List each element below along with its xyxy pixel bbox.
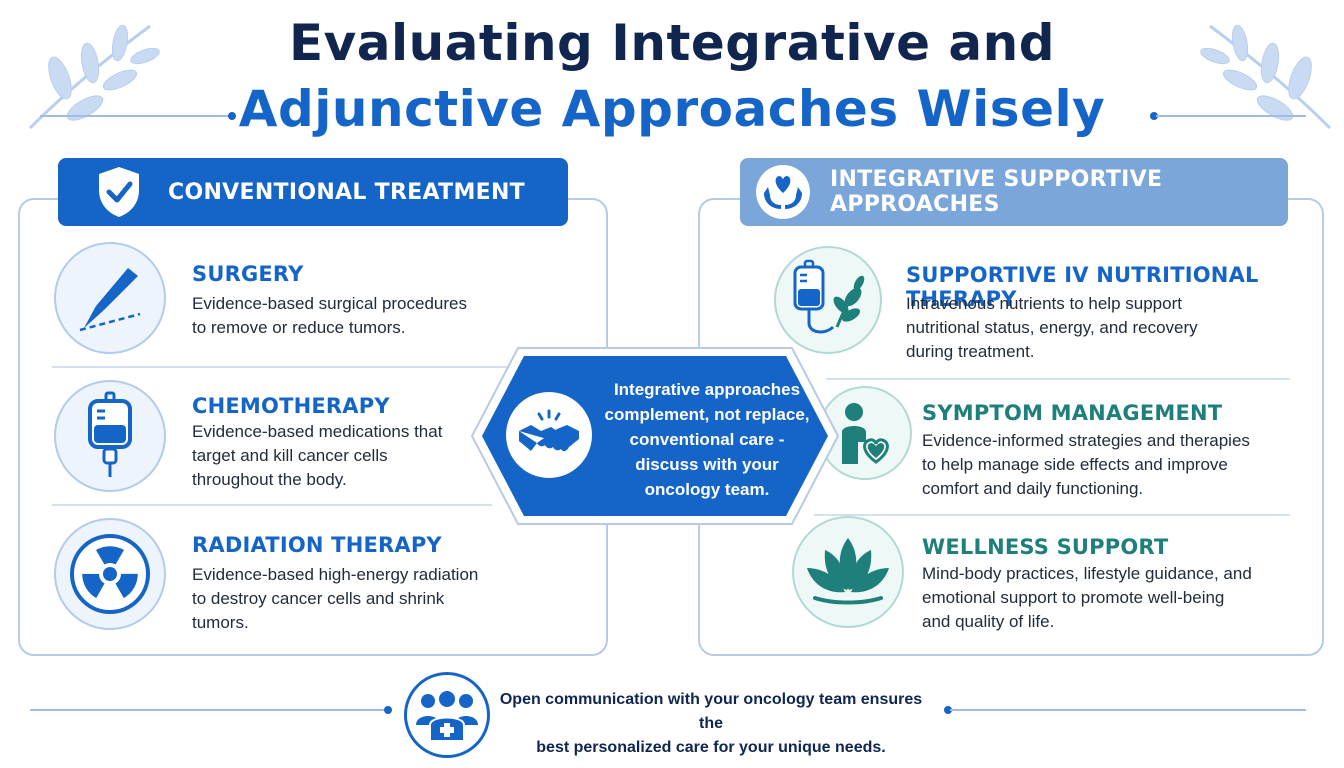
wellness-support-title: WELLNESS SUPPORT xyxy=(922,535,1169,559)
chemotherapy-description: Evidence-based medications that target a… xyxy=(192,420,442,492)
title-divider-left xyxy=(40,115,230,117)
iv-leaf-icon xyxy=(793,259,865,334)
footer-line-1: Open communication with your oncology te… xyxy=(499,691,923,732)
page-title-line-2: Adjunctive Approaches Wisely xyxy=(238,80,1106,138)
handshake-icon xyxy=(519,409,579,452)
conventional-treatment-header-label: CONVENTIONAL TREATMENT xyxy=(168,179,525,205)
footer-line-2: best personalized care for your unique n… xyxy=(536,739,886,756)
wellness-support-description: Mind-body practices, lifestyle guidance,… xyxy=(922,562,1252,634)
heart-hands-icon xyxy=(754,163,812,221)
radiation-therapy-title: RADIATION THERAPY xyxy=(192,533,442,557)
center-callout-text: Integrative approaches complement, not r… xyxy=(596,377,818,502)
surgery-icon-circle xyxy=(54,242,166,354)
symptom-management-description: Evidence-informed strategies and therapi… xyxy=(922,429,1250,501)
surgery-desc-line-2: to remove or reduce tumors. xyxy=(192,318,406,337)
chemotherapy-desc-line-2: target and kill cancer cells xyxy=(192,446,388,465)
radiation-icon-circle xyxy=(54,518,166,630)
chemotherapy-desc-line-1: Evidence-based medications that xyxy=(192,422,443,441)
supportive-iv-title: SUPPORTIVE IV NUTRITIONAL THERAPY xyxy=(906,263,1259,311)
wellness-desc-line-2: emotional support to promote well-being xyxy=(922,588,1225,607)
integrative-approaches-header: INTEGRATIVE SUPPORTIVE APPROACHES xyxy=(740,158,1288,226)
person-heart-icon xyxy=(842,403,889,464)
surgery-description: Evidence-based surgical procedures to re… xyxy=(192,292,467,340)
integrative-approaches-header-label: INTEGRATIVE SUPPORTIVE APPROACHES xyxy=(830,167,1163,217)
radiation-therapy-description: Evidence-based high-energy radiation to … xyxy=(192,563,478,635)
center-line-4: discuss with your xyxy=(635,455,779,474)
care-team-icon-circle xyxy=(404,672,490,758)
leaf-sprig-left-icon xyxy=(28,24,160,130)
symptom-management-title: SYMPTOM MANAGEMENT xyxy=(922,401,1223,425)
radiation-desc-line-2: to destroy cancer cells and shrink xyxy=(192,589,445,608)
supportive-iv-desc-line-2: nutritional status, energy, and recovery xyxy=(906,318,1198,337)
supportive-iv-desc-line-1: Intravenous nutrients to help support xyxy=(906,294,1182,313)
title-divider-left-dot xyxy=(228,112,236,120)
chemotherapy-icon-circle xyxy=(54,380,166,492)
symptom-desc-line-1: Evidence-informed strategies and therapi… xyxy=(922,431,1250,450)
center-line-3: conventional care - xyxy=(629,430,785,449)
right-divider-2 xyxy=(814,514,1290,516)
footer-divider-right-dot xyxy=(944,706,952,714)
shield-check-icon xyxy=(90,163,148,221)
handshake-icon-circle xyxy=(506,392,592,478)
chemotherapy-desc-line-3: throughout the body. xyxy=(192,470,347,489)
lotus-icon xyxy=(807,538,889,605)
surgery-desc-line-1: Evidence-based surgical procedures xyxy=(192,294,467,313)
footer-divider-left-dot xyxy=(384,706,392,714)
page-title-line-1: Evaluating Integrative and xyxy=(288,14,1056,72)
supportive-iv-desc-line-3: during treatment. xyxy=(906,342,1035,361)
chemotherapy-title: CHEMOTHERAPY xyxy=(192,394,390,418)
left-divider-1 xyxy=(52,366,586,368)
footer-divider-left xyxy=(30,709,386,711)
wellness-desc-line-1: Mind-body practices, lifestyle guidance,… xyxy=(922,564,1252,583)
radiation-icon xyxy=(70,534,150,614)
surgery-title: SURGERY xyxy=(192,262,304,286)
footer-divider-right xyxy=(950,709,1306,711)
symptom-desc-line-2: to help manage side effects and improve xyxy=(922,455,1228,474)
radiation-desc-line-3: tumors. xyxy=(192,613,249,632)
symptom-desc-line-3: comfort and daily functioning. xyxy=(922,479,1144,498)
supportive-iv-description: Intravenous nutrients to help support nu… xyxy=(906,292,1198,364)
symptom-management-icon-circle xyxy=(818,386,912,480)
radiation-desc-line-1: Evidence-based high-energy radiation xyxy=(192,565,479,584)
left-divider-2 xyxy=(52,504,492,506)
supportive-iv-icon-circle xyxy=(774,246,882,354)
scalpel-icon xyxy=(79,268,141,332)
footer-message: Open communication with your oncology te… xyxy=(496,688,926,760)
care-team-icon xyxy=(416,689,478,742)
center-line-2: complement, not replace, xyxy=(604,405,810,424)
title-divider-right-dot xyxy=(1150,112,1158,120)
center-line-5: oncology team. xyxy=(644,480,770,499)
iv-bag-icon xyxy=(88,391,132,477)
center-line-1: Integrative approaches xyxy=(613,380,801,399)
title-divider-right xyxy=(1156,115,1306,117)
right-divider-1 xyxy=(826,378,1290,380)
leaf-sprig-right-icon xyxy=(1200,24,1332,130)
wellness-icon-circle xyxy=(792,516,904,628)
conventional-treatment-header: CONVENTIONAL TREATMENT xyxy=(58,158,568,226)
wellness-desc-line-3: and quality of life. xyxy=(922,612,1055,631)
